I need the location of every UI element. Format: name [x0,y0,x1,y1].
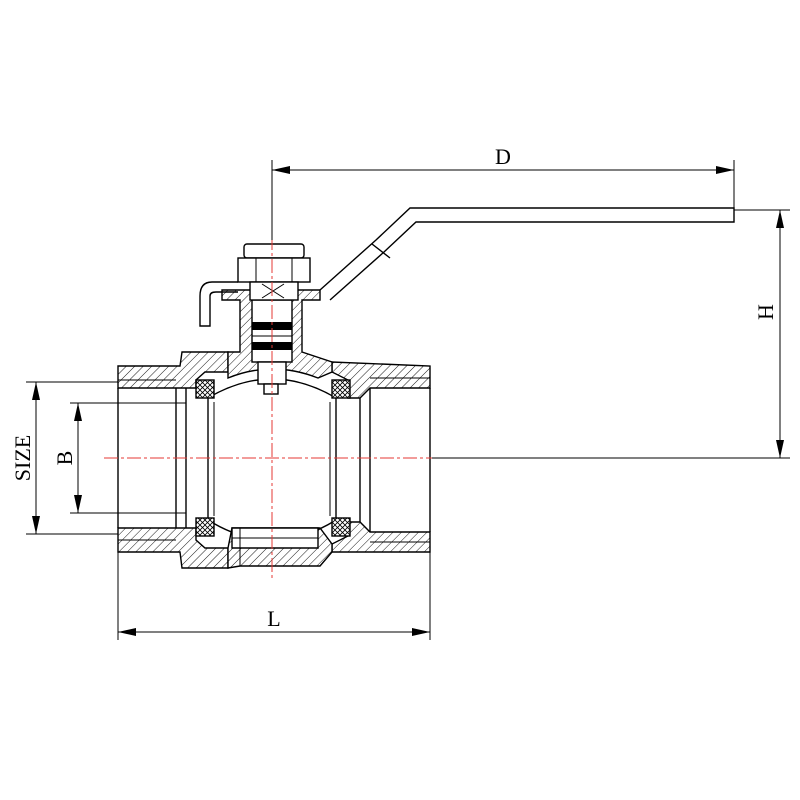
o-ring-upper [252,322,292,330]
seat-top-right [331,379,351,399]
dimension-d: D [271,144,735,240]
dimension-size: SIZE [10,381,118,535]
dimension-b-label: B [52,451,77,466]
seat-top-left [195,379,215,399]
lever-handle [199,207,735,327]
ball [207,378,337,566]
dimension-size-label: SIZE [10,435,35,481]
seat-bottom-left [195,517,215,537]
dimension-h-label: H [753,304,778,320]
dimension-l: L [117,552,431,640]
left-port-top-wall [117,351,229,389]
dimension-h: H [432,209,790,459]
seat-bottom-right [331,517,351,537]
dimension-d-label: D [495,144,511,169]
dimension-b: B [52,402,186,514]
stem-nut [237,243,311,301]
dimension-l-label: L [267,606,280,631]
